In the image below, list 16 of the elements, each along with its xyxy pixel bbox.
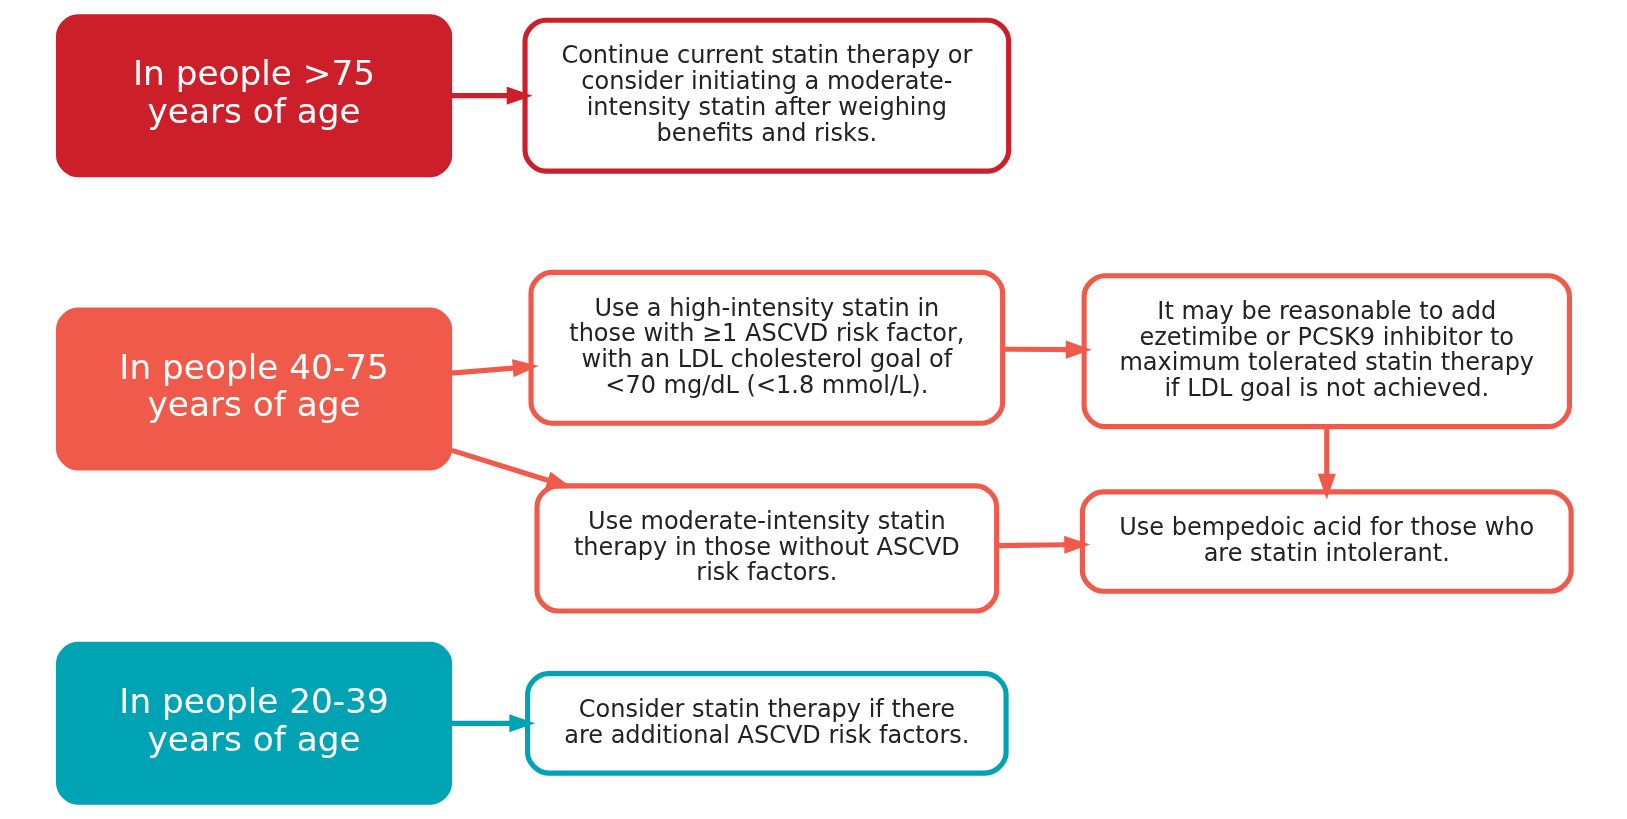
- arrow: [1317, 426, 1336, 500]
- arrow: [450, 447, 572, 489]
- node-box: Continue current statin therapy or consider initiating a moderate-intensity statin after weighing benefits and risks.: [521, 17, 1011, 174]
- node-box: It may be reasonable to add ezetimibe or PCSK9 inhibitor to maximum tolerated statin therapy if LDL goal is not achieved.: [1081, 273, 1572, 430]
- node-box: Use a high-intensity statin in those with ≥1 ASCVD risk factor, with an LDL cholesterol goal of <70 mg/dL (<1.8 mmol/L).: [527, 269, 1005, 426]
- node-box: In people 20-39 years of age: [55, 641, 452, 805]
- node-box: Use bempedoic acid for those who are statin intolerant.: [1079, 489, 1574, 594]
- node-box: Use moderate-intensity statin therapy in those without ASCVD risk factors.: [533, 483, 999, 614]
- arrow: [1002, 340, 1092, 359]
- node-box: Consider statin therapy if there are additional ASCVD risk factors.: [524, 671, 1009, 776]
- arrow: [451, 359, 538, 378]
- arrow: [451, 714, 535, 733]
- arrow: [451, 86, 532, 105]
- node-box: In people 40-75 years of age: [55, 307, 452, 471]
- node-box: In people >75 years of age: [55, 14, 452, 178]
- arrow: [996, 535, 1090, 554]
